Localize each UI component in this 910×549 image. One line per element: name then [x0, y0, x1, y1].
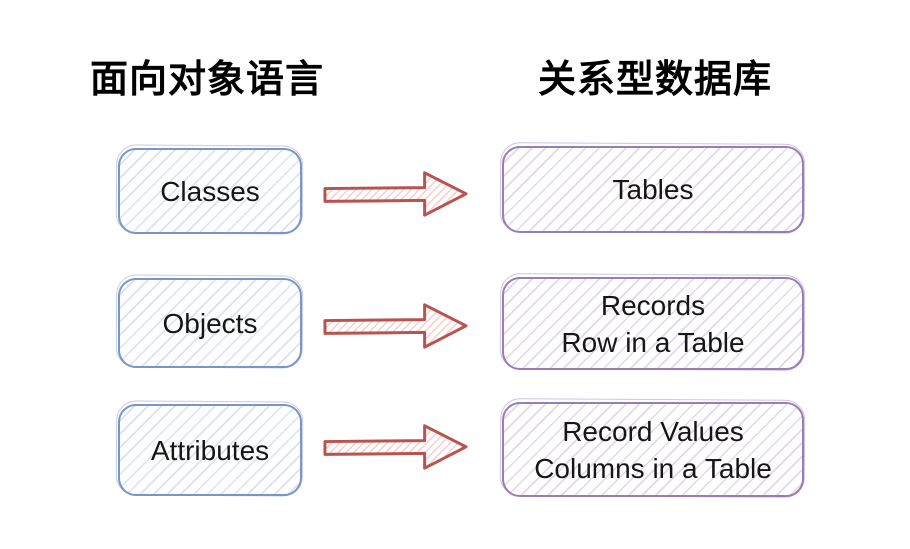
- right-column-title: 关系型数据库: [538, 59, 773, 101]
- record-values-box: Record Values Columns in a Table: [502, 402, 804, 497]
- attributes-box: Attributes: [118, 404, 302, 496]
- record-values-label: Record Values Columns in a Table: [534, 415, 772, 484]
- classes-label: Classes: [160, 175, 260, 207]
- maps-to-arrow-icon: [323, 171, 468, 217]
- left-column-title: 面向对象语言: [90, 59, 325, 101]
- attributes-label: Attributes: [150, 434, 270, 466]
- records-label: Records Row in a Table: [561, 289, 745, 358]
- maps-to-arrow-icon: [323, 303, 468, 349]
- records-box: Records Row in a Table: [502, 277, 804, 370]
- tables-label: Tables: [612, 174, 694, 205]
- objects-label: Objects: [162, 307, 258, 339]
- classes-box: Classes: [118, 148, 302, 234]
- objects-box: Objects: [118, 278, 302, 368]
- tables-box: Tables: [502, 146, 804, 233]
- maps-to-arrow-icon: [323, 424, 468, 470]
